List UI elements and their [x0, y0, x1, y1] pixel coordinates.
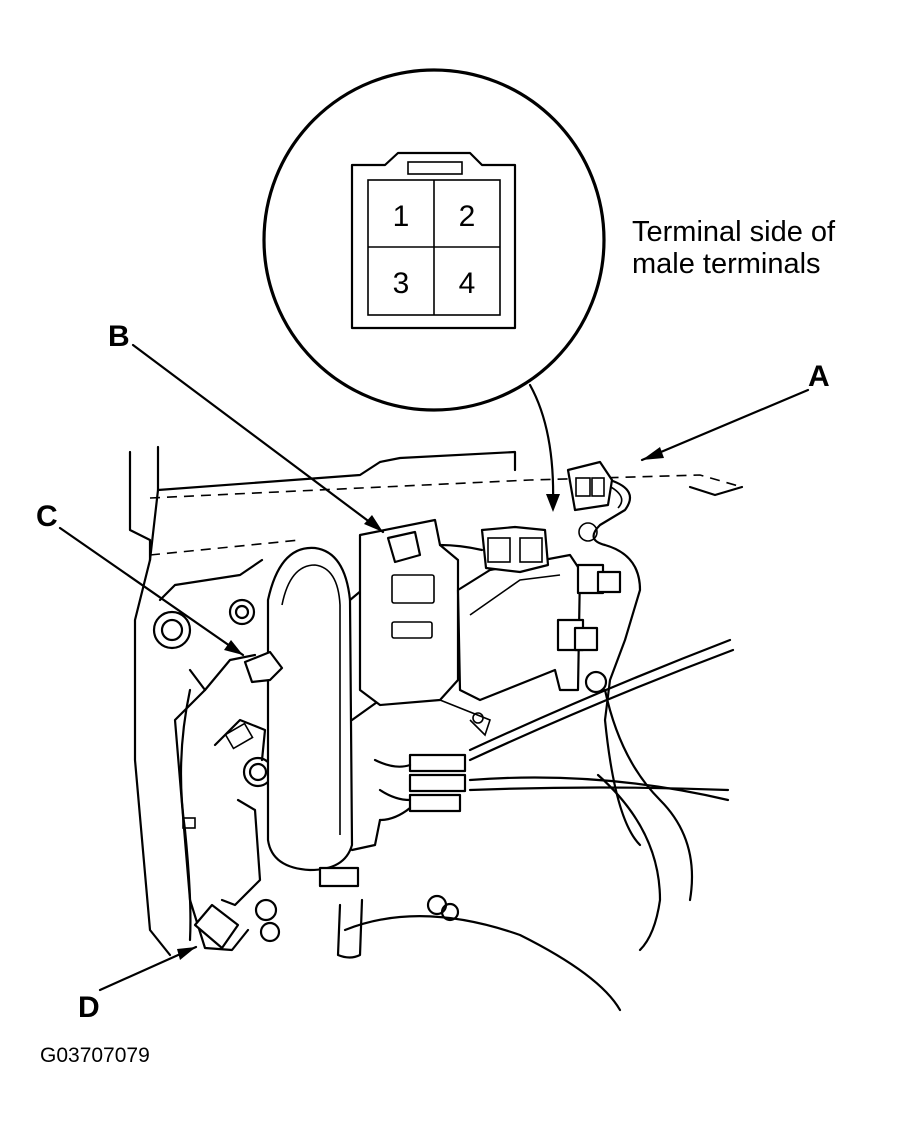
callout-c: C	[36, 500, 58, 533]
connector-b	[386, 530, 422, 564]
pin-3-label: 3	[393, 267, 410, 300]
connector-d	[193, 903, 240, 950]
callout-b: B	[108, 320, 130, 353]
pin-2-label: 2	[459, 200, 476, 233]
detail-caption: Terminal side of male terminals	[632, 216, 835, 281]
wire-harness	[179, 478, 735, 942]
connector-c	[243, 650, 284, 684]
callout-a: A	[808, 360, 830, 393]
callout-d: D	[78, 991, 100, 1024]
pin-4-label: 4	[459, 267, 476, 300]
door-panel-outline	[128, 445, 744, 957]
figure-code: G03707079	[40, 1044, 150, 1067]
connector-a	[566, 460, 614, 512]
speaker-opening	[336, 773, 662, 1012]
connector-detail-view: 1 2 3 4	[262, 68, 606, 412]
detail-caption-line2: male terminals	[632, 248, 821, 281]
detail-caption-line1: Terminal side of	[632, 216, 836, 248]
connector-b-mate	[438, 525, 550, 574]
door-lock-actuator	[358, 518, 622, 737]
pin-1-label: 1	[393, 200, 410, 233]
leader-lines	[58, 343, 810, 992]
